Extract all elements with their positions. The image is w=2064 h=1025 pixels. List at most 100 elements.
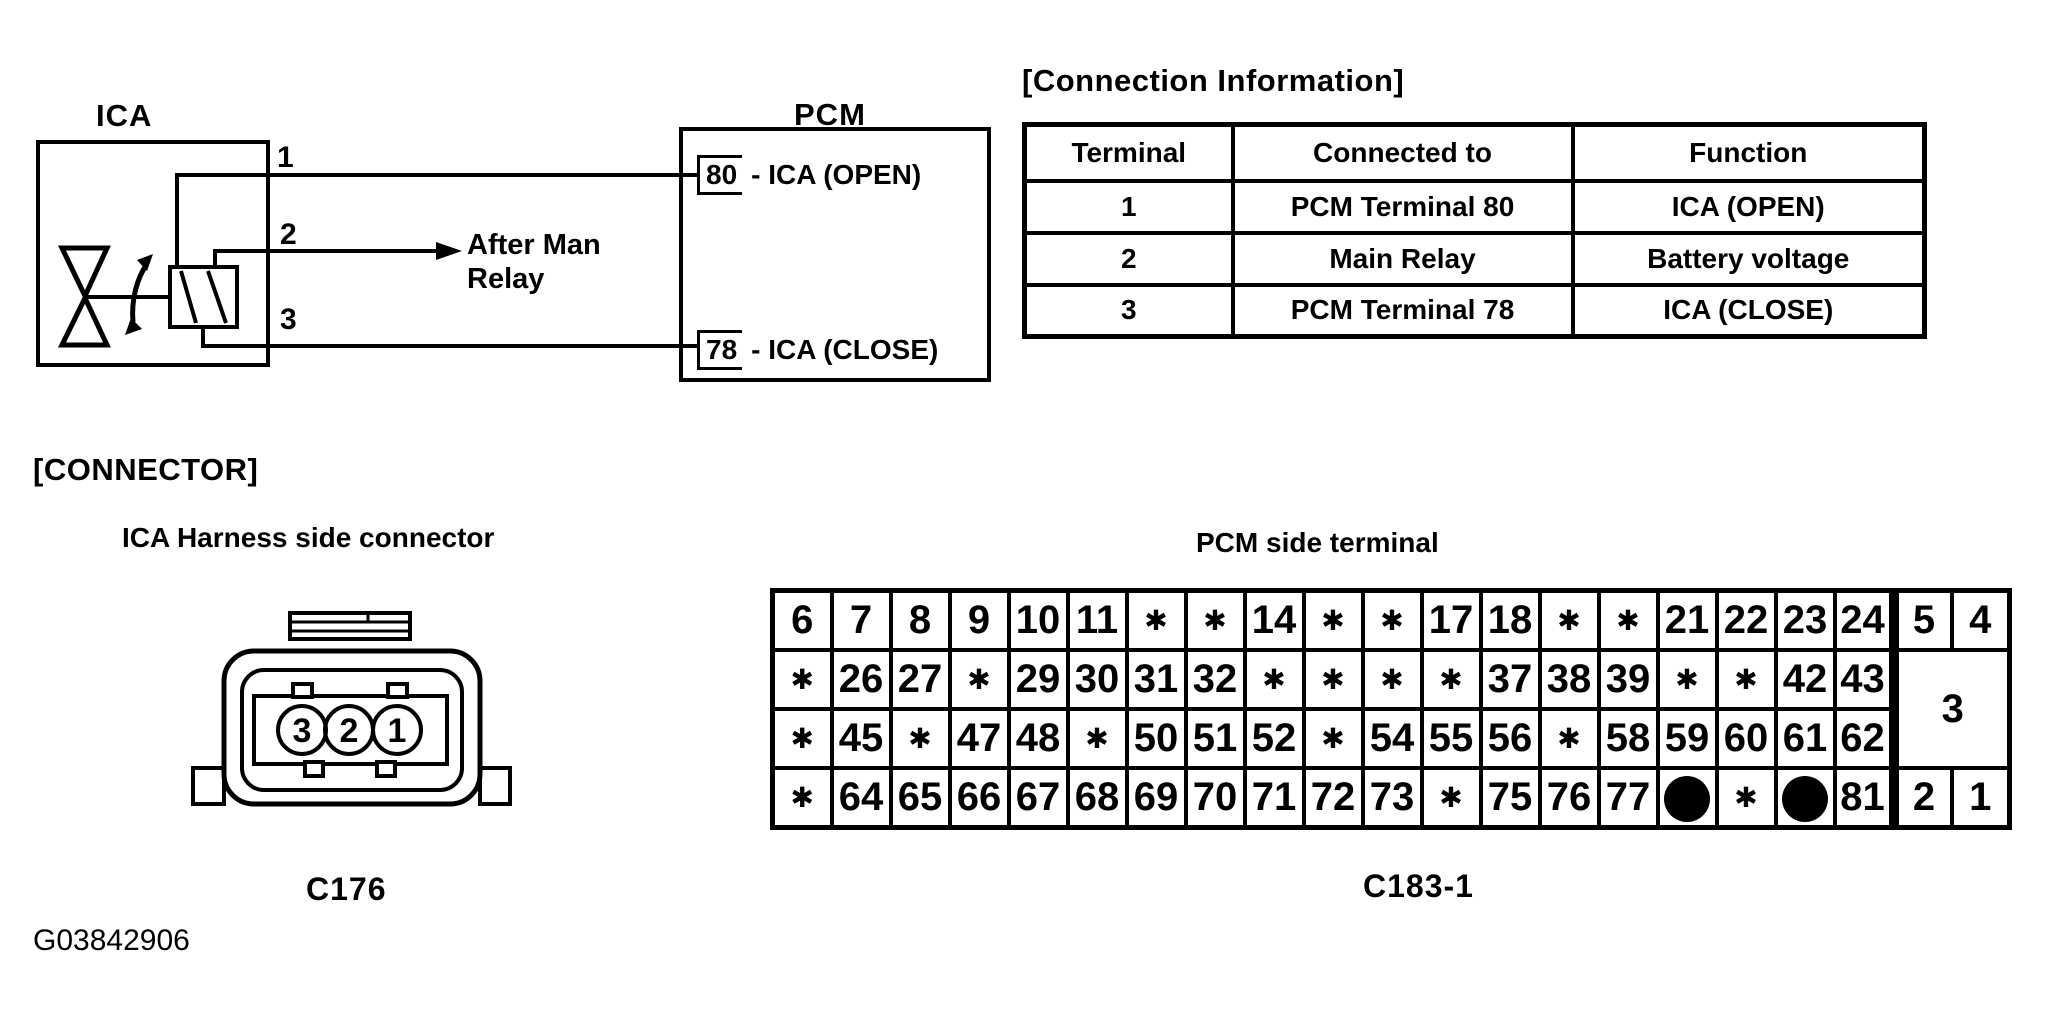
pin-cavity-1-number: 1 (388, 712, 407, 750)
harness-connector-label: ICA Harness side connector (122, 522, 495, 553)
pin-3-label: 3 (280, 303, 297, 336)
terminal-cell: 10 (1006, 588, 1070, 652)
marked-terminal-dot (1782, 775, 1828, 822)
table-row: 3 PCM Terminal 78 ICA (CLOSE) (1022, 282, 1927, 339)
harness-connector-code: C176 (306, 871, 387, 907)
pin-1-label: 1 (277, 141, 294, 174)
terminal-80-box: 80 (697, 155, 743, 195)
terminal-cell: 50 (1124, 707, 1188, 770)
keyway-notch (303, 760, 325, 778)
terminal-cell: 11 (1065, 588, 1129, 652)
pcm-box (679, 127, 991, 382)
cell-terminal: 2 (1022, 230, 1235, 287)
terminal-cell: ✱ (1301, 648, 1365, 711)
cell-connected: PCM Terminal 78 (1230, 282, 1575, 339)
cell-terminal: 1 (1022, 178, 1235, 235)
terminal-cell: 39 (1596, 648, 1660, 711)
rotation-arrowhead-up-icon (137, 254, 153, 271)
terminal-cell: 21 (1655, 588, 1719, 652)
connection-info-title: [Connection Information] (1022, 63, 1405, 98)
table-row: 1 PCM Terminal 80 ICA (OPEN) (1022, 178, 1927, 235)
terminal-cell: 62 (1832, 707, 1896, 770)
terminal-cell: 43 (1832, 648, 1896, 711)
relay-arrowhead-icon (436, 242, 462, 260)
pin-cavity-3-number: 3 (293, 712, 312, 750)
connector-inner-outline (240, 668, 464, 792)
table-row: 2 Main Relay Battery voltage (1022, 230, 1927, 287)
pcm-connector-code: C183-1 (1363, 868, 1474, 904)
motor-winding-line (179, 270, 198, 324)
terminal-cell: 17 (1419, 588, 1483, 652)
terminal-cell: 76 (1537, 766, 1601, 830)
terminal-cell: 31 (1124, 648, 1188, 711)
terminal-cell: ✱ (947, 648, 1011, 711)
terminal-cell: 32 (1183, 648, 1247, 711)
terminal-cell: 18 (1478, 588, 1542, 652)
terminal-cell: ✱ (1065, 707, 1129, 770)
after-man-relay-label: After Man Relay (467, 229, 601, 295)
terminal-cell: ✱ (1419, 766, 1483, 830)
terminal-cell: 3 (1888, 648, 2012, 770)
pcm-side-terminal-label: PCM side terminal (1196, 527, 1439, 558)
terminal-cell: 70 (1183, 766, 1247, 830)
terminal-cell: 55 (1419, 707, 1483, 770)
terminal-cell (1655, 766, 1719, 830)
terminal-cell: ✱ (1537, 588, 1601, 652)
terminal-cell: 52 (1242, 707, 1306, 770)
terminal-cell: 69 (1124, 766, 1188, 830)
pin-cavity-2-number: 2 (340, 712, 359, 750)
cell-connected: Main Relay (1230, 230, 1575, 287)
terminal-cell: 59 (1655, 707, 1719, 770)
terminal-cell: 64 (829, 766, 893, 830)
keyway-notch (375, 760, 397, 778)
terminal-cell: 29 (1006, 648, 1070, 711)
terminal-cell: 65 (888, 766, 952, 830)
mount-flange-left (191, 766, 226, 806)
terminal-cell: 6 (770, 588, 834, 652)
cell-function: ICA (OPEN) (1570, 178, 1927, 235)
connector-section-title: [CONNECTOR] (33, 452, 259, 487)
marked-terminal-dot (1664, 775, 1710, 822)
cell-function: ICA (CLOSE) (1570, 282, 1927, 339)
terminal-cell: 66 (947, 766, 1011, 830)
terminal-cell: 7 (829, 588, 893, 652)
terminal-cell: ✱ (1596, 588, 1660, 652)
terminal-cell: 26 (829, 648, 893, 711)
mount-flange-right (478, 766, 512, 806)
terminal-cell: 81 (1832, 766, 1896, 830)
ica-pcm-schematic (36, 127, 991, 382)
valve-symbol-lower (57, 292, 111, 348)
terminal-cell: ✱ (1301, 707, 1365, 770)
terminal-80-label: - ICA (OPEN) (751, 159, 922, 190)
rotation-arrow-arc (130, 262, 150, 323)
harness-connector-drawing: 3 2 1 (191, 611, 512, 807)
cell-connected: PCM Terminal 80 (1230, 178, 1575, 235)
terminal-cell: 5 (1888, 588, 1954, 652)
wire-pin1-to-pcm80 (175, 173, 700, 267)
keyway-notch (291, 682, 314, 699)
terminal-cell: ✱ (1537, 707, 1601, 770)
pin-cavity-1 (371, 704, 423, 756)
terminal-cell: 77 (1596, 766, 1660, 830)
terminal-cell: ✱ (1360, 648, 1424, 711)
terminal-cell: ✱ (1714, 648, 1778, 711)
terminal-cell: 71 (1242, 766, 1306, 830)
ica-box (36, 140, 270, 367)
terminal-cell: 8 (888, 588, 952, 652)
terminal-cell: 56 (1478, 707, 1542, 770)
terminal-cell: 48 (1006, 707, 1070, 770)
terminal-cell: 2 (1888, 766, 1954, 830)
motor-box (168, 265, 239, 329)
motor-winding-line (206, 270, 228, 324)
pin-2-label: 2 (280, 218, 297, 251)
terminal-cell (1773, 766, 1837, 830)
terminal-cell: 38 (1537, 648, 1601, 711)
terminal-cell: ✱ (1360, 588, 1424, 652)
terminal-cell: 30 (1065, 648, 1129, 711)
